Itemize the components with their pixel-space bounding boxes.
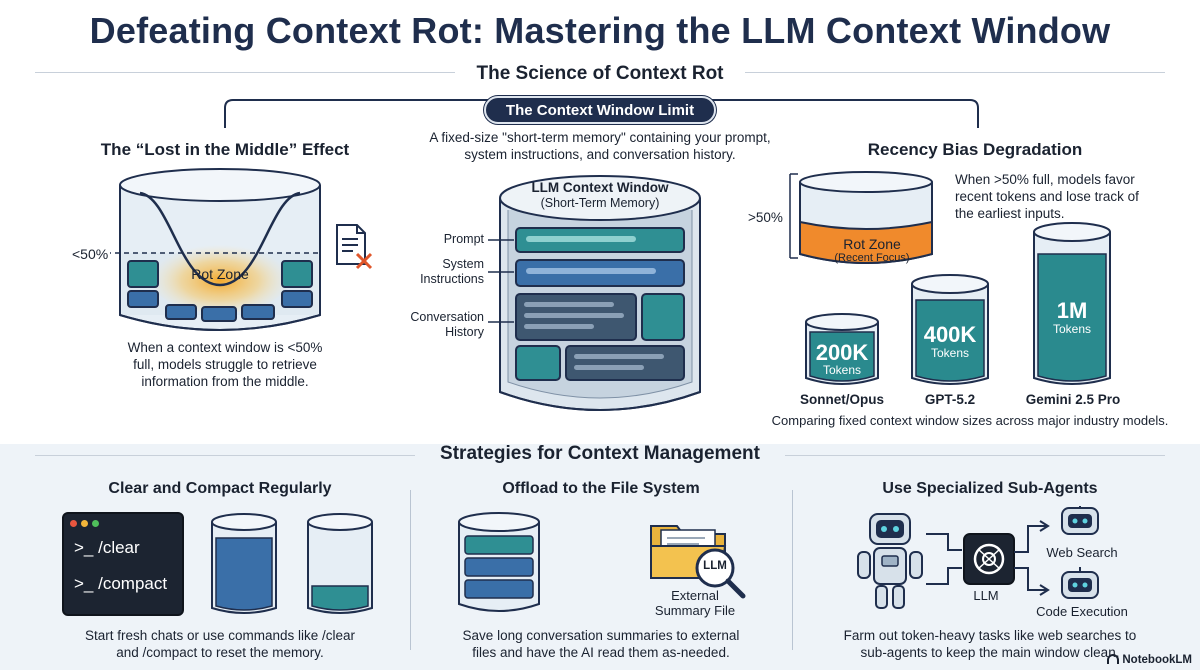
label-prompt: Prompt	[443, 232, 484, 246]
subagents-caption-line-2: sub-agents to keep the main window clean…	[860, 644, 1120, 660]
strategy-divider-2	[792, 490, 793, 650]
label-system-line-2: Instructions	[420, 272, 484, 286]
model-200k-unit: Tokens	[822, 363, 862, 377]
strategy-offload-caption: Save long conversation summaries to exte…	[420, 628, 782, 662]
strategies-divider-right	[785, 455, 1165, 456]
label-system-line-1: System	[442, 257, 484, 271]
model-size-cylinders	[805, 222, 1111, 385]
offload-illustration	[458, 512, 746, 612]
llm-label: LLM	[973, 588, 999, 603]
strategy-clear-caption: Start fresh chats or use commands like /…	[40, 628, 400, 662]
recency-rot-zone-sub: (Recent Focus)	[834, 252, 910, 264]
lost-caption-line-1: When a context window is <50%	[127, 340, 323, 355]
main-robot-icon	[857, 513, 923, 609]
offload-caption-line-2: files and have the AI read them as-neede…	[472, 644, 730, 660]
code-execution-label: Code Execution	[1036, 604, 1128, 619]
context-desc-line-2: system instructions, and conversation hi…	[464, 146, 736, 162]
command-clear: >_ /clear	[74, 538, 140, 557]
label-conversation-history: Conversation History	[396, 310, 484, 340]
file-label-line-2: Summary File	[654, 602, 736, 618]
lost-caption-line-2: full, models struggle to retrieve	[133, 356, 317, 372]
lost-in-middle-title: The “Lost in the Middle” Effect	[100, 140, 350, 159]
recency-desc: When >50% full, models favor recent toke…	[955, 172, 1155, 223]
terminal-minimize-dot	[81, 520, 88, 527]
offload-cylinder	[458, 512, 540, 612]
model-400k-unit: Tokens	[930, 346, 970, 360]
cylinder-title: LLM Context Window	[531, 180, 669, 195]
external-summary-file-label: External Summary File	[640, 588, 750, 619]
lost-threshold-label: <50%	[72, 246, 109, 262]
web-search-label: Web Search	[1046, 545, 1118, 560]
model-name-sonnet: Sonnet/Opus	[800, 392, 884, 407]
cylinder-full	[211, 513, 277, 614]
recency-desc-line-3: the earliest inputs.	[955, 205, 1065, 221]
cylinder-200k	[805, 313, 879, 385]
label-convo-line-2: History	[445, 325, 484, 339]
model-name-gemini: Gemini 2.5 Pro	[1025, 392, 1121, 407]
divider-left	[35, 72, 455, 73]
label-connectors	[488, 239, 514, 323]
notebooklm-brand-text: NotebookLM	[1122, 654, 1192, 666]
recency-desc-line-2: recent tokens and lose track of	[955, 188, 1139, 204]
lost-in-middle-cylinder	[110, 168, 321, 331]
recency-threshold-label: >50%	[748, 210, 783, 225]
strategy-divider-1	[410, 490, 411, 650]
clear-caption-line-2: and /compact to reset the memory.	[116, 644, 324, 660]
terminal-close-dot	[70, 520, 77, 527]
recency-cylinder	[789, 171, 933, 264]
lost-caption-line-3: information from the middle.	[141, 373, 309, 389]
model-400k-size: 400K	[923, 322, 977, 347]
notebooklm-brand: NotebookLM	[1107, 654, 1192, 666]
strategy-offload-title: Offload to the File System	[502, 480, 700, 497]
divider-right	[745, 72, 1165, 73]
subagents-caption-line-1: Farm out token-heavy tasks like web sear…	[843, 628, 1137, 643]
model-1m-size: 1M	[1056, 298, 1088, 323]
model-200k-size: 200K	[815, 340, 869, 365]
web-search-robot-icon	[1061, 506, 1099, 535]
document-error-icon	[336, 224, 373, 270]
terminal-window: >_ /clear >_ /compact	[62, 512, 184, 616]
cylinder-1m	[1033, 222, 1111, 385]
cylinder-compacted	[307, 513, 373, 614]
magnifier-llm-badge: LLM	[703, 560, 727, 572]
strategy-subagents-caption: Farm out token-heavy tasks like web sear…	[800, 628, 1180, 662]
context-limit-pill: The Context Window Limit	[484, 96, 716, 124]
page-title: Defeating Context Rot: Mastering the LLM…	[89, 10, 1111, 51]
strategies-title: Strategies for Context Management	[440, 443, 760, 464]
clear-compact-cylinders	[211, 513, 373, 614]
context-window-desc: A fixed-size "short-term memory" contain…	[400, 130, 800, 164]
recency-desc-line-1: When >50% full, models favor	[955, 172, 1135, 187]
model-name-gpt: GPT-5.2	[924, 392, 976, 407]
label-system-instructions: System Instructions	[400, 257, 484, 287]
subagents-illustration	[857, 506, 1099, 609]
lost-caption: When a context window is <50% full, mode…	[90, 340, 360, 391]
science-title: The Science of Context Rot	[476, 63, 724, 84]
recency-title: Recency Bias Degradation	[867, 140, 1083, 159]
notebooklm-logo-icon	[1107, 654, 1120, 664]
cylinder-400k	[911, 274, 989, 385]
code-execution-robot-icon	[1061, 567, 1099, 599]
label-convo-line-1: Conversation	[410, 310, 484, 324]
strategies-divider-left	[35, 455, 415, 456]
offload-caption-line-1: Save long conversation summaries to exte…	[462, 628, 740, 643]
command-compact: >_ /compact	[74, 574, 168, 593]
llm-chip-icon	[963, 533, 1015, 585]
terminal-maximize-dot	[92, 520, 99, 527]
context-desc-line-1: A fixed-size "short-term memory" contain…	[429, 130, 771, 145]
llm-context-cylinder	[499, 175, 701, 411]
strategy-subagents-title: Use Specialized Sub-Agents	[882, 480, 1098, 497]
file-label-line-1: External	[671, 588, 719, 603]
clear-caption-line-1: Start fresh chats or use commands like /…	[84, 628, 356, 643]
lost-rot-zone-label: Rot Zone	[191, 266, 249, 282]
magnifier-icon	[695, 548, 746, 599]
strategy-clear-title: Clear and Compact Regularly	[108, 480, 332, 497]
model-comparison-caption: Comparing fixed context window sizes acr…	[771, 413, 1169, 428]
model-1m-unit: Tokens	[1052, 322, 1092, 336]
cylinder-subtitle: (Short-Term Memory)	[540, 196, 660, 210]
recency-rot-zone: Rot Zone	[843, 236, 901, 252]
